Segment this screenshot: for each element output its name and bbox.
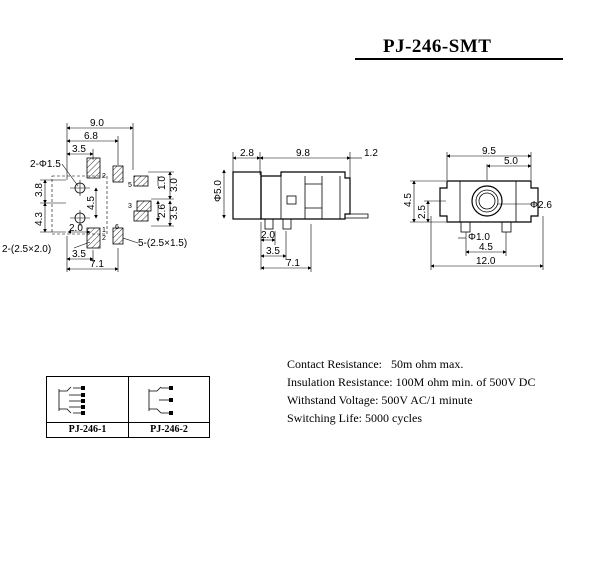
top-view-footprint: 9.0 6.8 3.5 2-Φ1.5 2 5 3 6 2 1 (2, 118, 187, 272)
side-view: 2.8 9.8 1.2 Φ5.0 2.0 3.5 7.1 (213, 148, 378, 272)
variant-cell-1: PJ-246-1 (47, 377, 129, 437)
dim-4-5: 4.5 (86, 196, 97, 210)
dim-4-5-front: 4.5 (403, 193, 414, 207)
pin-number: 2 (102, 173, 106, 180)
dim-2-phi-1-5: 2-Φ1.5 (30, 159, 61, 170)
variant-label-1: PJ-246-1 (47, 422, 128, 437)
dim-4-5-bottom: 4.5 (479, 242, 493, 253)
dim-9-5: 9.5 (482, 146, 496, 157)
dim-9-8: 9.8 (296, 148, 310, 159)
variant-label-2: PJ-246-2 (129, 422, 209, 437)
dim-2-0-side: 2.0 (261, 230, 275, 241)
dim-7-1: 7.1 (90, 259, 104, 270)
dim-3-5-right: 3.5 (169, 206, 180, 220)
dim-7-1-side: 7.1 (286, 258, 300, 269)
dim-5-0: 5.0 (504, 156, 518, 167)
variant-table: PJ-246-1 PJ-246-2 (46, 376, 210, 438)
variant-cell-2: PJ-246-2 (129, 377, 209, 437)
dim-6-8: 6.8 (84, 131, 98, 142)
pin-number: 6 (115, 224, 119, 231)
dim-9-0: 9.0 (90, 118, 104, 129)
dim-3-8: 3.8 (34, 183, 45, 197)
dim-5-pads: 5-(2.5×1.5) (138, 238, 187, 249)
dim-2-8: 2.8 (240, 148, 254, 159)
title-underline (355, 58, 563, 60)
dim-phi-2-6: Φ2.6 (530, 200, 552, 211)
dim-4-3: 4.3 (34, 212, 45, 226)
dim-1-0: 1.0 (157, 176, 168, 190)
dim-3-5-top: 3.5 (72, 144, 86, 155)
dim-1-2: 1.2 (364, 148, 378, 159)
schematic-pj-246-2 (148, 386, 173, 415)
spec-switching-life: Switching Life: 5000 cycles (287, 411, 422, 425)
dim-3-5-bottom: 3.5 (72, 249, 86, 260)
pin-number: 3 (128, 203, 132, 210)
dim-12-0: 12.0 (476, 256, 496, 267)
dim-3-5-side: 3.5 (266, 246, 280, 257)
dim-3-0: 3.0 (169, 178, 180, 192)
pin-number: 5 (128, 182, 132, 189)
drawing-title: PJ-246-SMT (383, 36, 492, 57)
pin-number: 1 (102, 227, 106, 234)
dim-2-6: 2.6 (157, 204, 168, 218)
dim-phi-1-0: Φ1.0 (468, 232, 490, 243)
dim-2-0: 2.0 (69, 223, 83, 234)
specifications: Contact Resistance: 50m ohm max. Insulat… (287, 355, 535, 427)
spec-insulation-resistance: Insulation Resistance: 100M ohm min. of … (287, 375, 536, 389)
spec-contact-resistance: Contact Resistance: 50m ohm max. (287, 357, 464, 371)
spec-withstand-voltage: Withstand Voltage: 500V AC/1 minute (287, 393, 473, 407)
schematic-pj-246-1 (58, 386, 85, 415)
pin-number: 2 (102, 235, 106, 242)
dim-2-pads: 2-(2.5×2.0) (2, 244, 51, 255)
front-view: 9.5 5.0 4.5 2.5 Φ2.6 Φ1.0 4.5 (403, 146, 552, 270)
dim-2-5: 2.5 (417, 205, 428, 219)
dim-phi-5-0: Φ5.0 (213, 180, 224, 202)
